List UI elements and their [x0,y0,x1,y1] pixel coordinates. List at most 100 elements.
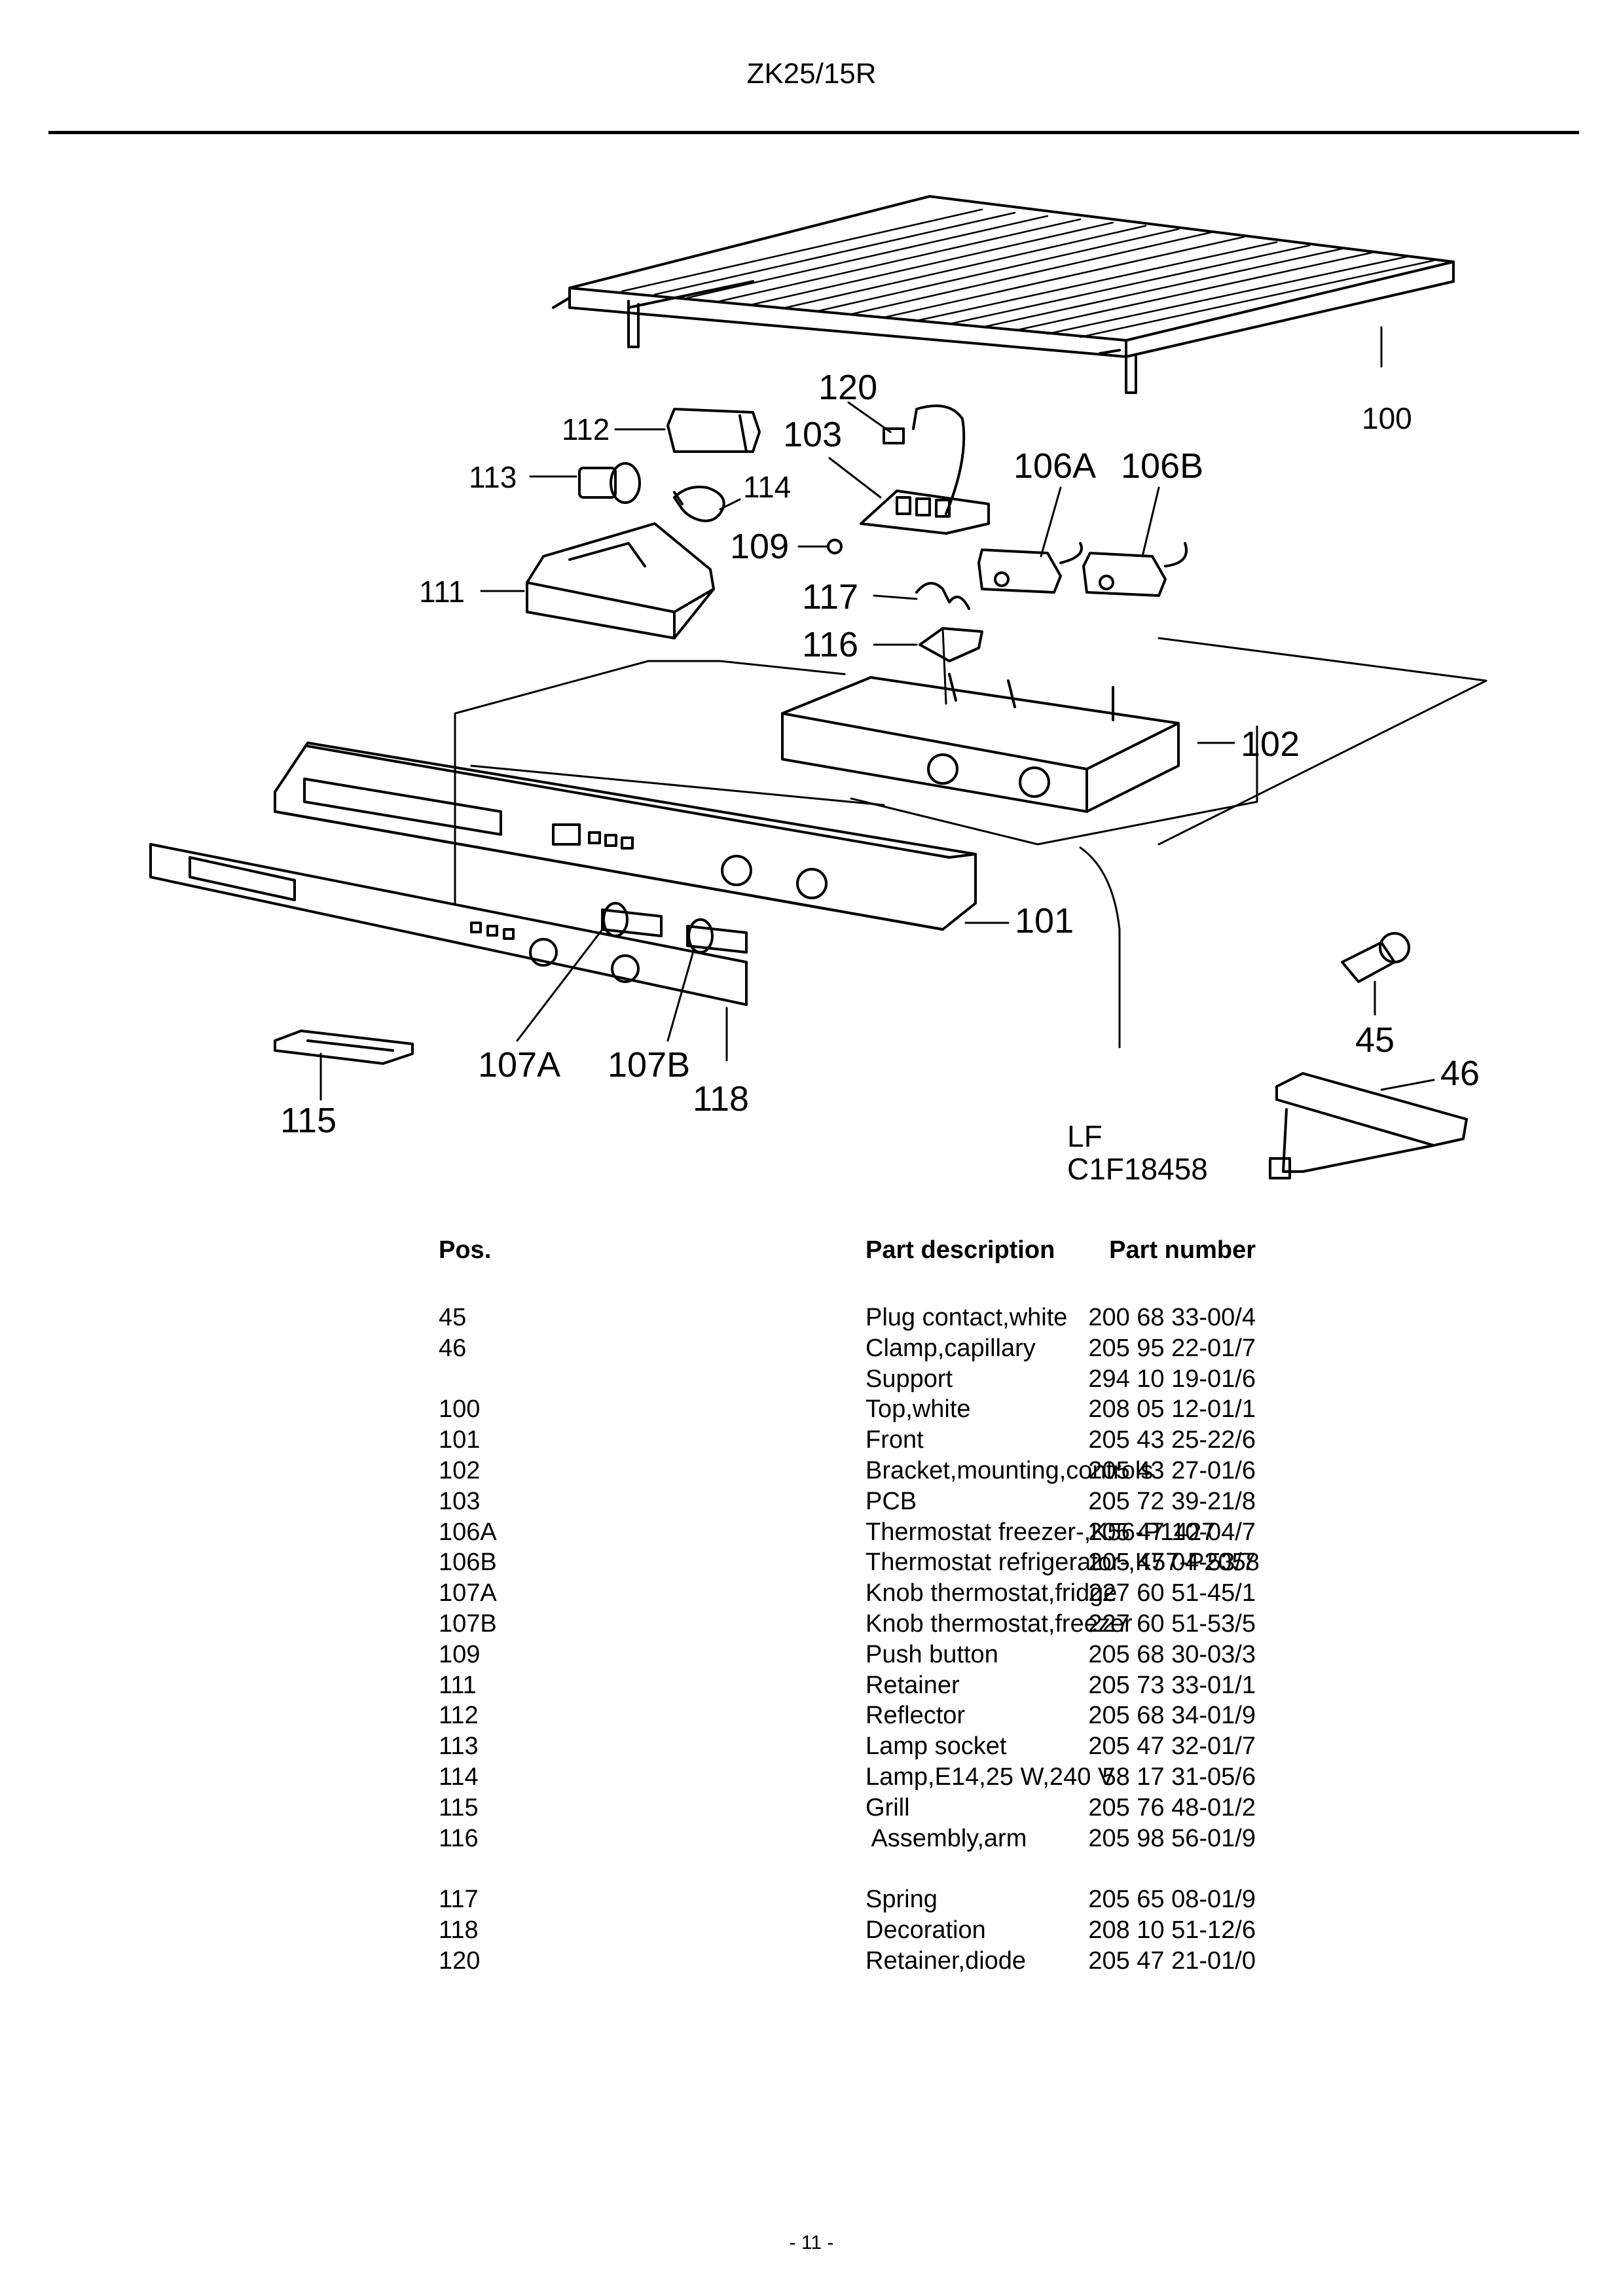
cell-description: Spring [866,1886,938,1914]
cell-pos: 113 [439,1732,479,1761]
thermostat-part-106A [977,542,1083,594]
callout-120: 120 [818,368,877,407]
cell-pos: 107B [439,1609,497,1638]
push-button-part-109 [827,539,843,554]
callout-117: 117 [802,577,858,617]
callout-45: 45 [1355,1020,1395,1060]
cell-description: Lamp,E14,25 W,240 V [866,1763,1115,1791]
retainer-diode-part-120 [883,427,905,444]
cell-pos: 102 [439,1456,481,1484]
cell-part-number: 58 17 31-05/6 [1102,1763,1256,1791]
reflector-part-112 [666,408,761,453]
lamp-socket-part-113 [578,462,641,504]
cell-description: Thermostat freezer-,K56-P1427 [866,1518,1216,1546]
callout-109: 109 [730,527,789,566]
cell-description: PCB [866,1487,917,1515]
cell-description: Knob thermostat,fridge [866,1579,1118,1607]
lamp-part-114 [673,486,725,522]
cell-pos: 115 [439,1793,479,1821]
cell-pos: 116 [439,1824,479,1852]
cell-pos: 118 [439,1916,479,1944]
leader-lines [319,326,1435,1101]
cell-part-number: 205 47 21-01/0 [1088,1946,1256,1975]
thermostat-part-106B [1082,542,1188,597]
cabinet-outline [454,627,1487,1049]
cell-pos: 106A [439,1518,497,1546]
cell-part-number: 205 68 30-03/3 [1088,1640,1256,1668]
cell-description: Knob thermostat,freezer [866,1609,1133,1638]
cell-pos: 117 [439,1886,479,1914]
header-description: Part description [866,1236,1055,1264]
callout-106B: 106B [1121,446,1203,486]
cell-pos: 114 [439,1763,479,1791]
knob-part-107A [601,902,663,937]
callout-46: 46 [1440,1054,1480,1093]
cell-description: Assembly,arm [866,1824,1027,1852]
cell-pos: 112 [439,1702,479,1730]
pcb-part-103 [860,404,990,535]
cell-description: Support [866,1365,953,1393]
decoration-part-118 [149,843,748,1006]
callout-116: 116 [802,625,858,664]
drawing-code-line-2: C1F18458 [1067,1152,1208,1186]
callout-114: 114 [743,470,791,504]
cell-part-number: 205 47 04-53/7 [1088,1549,1256,1577]
cell-description: Retainer [866,1671,960,1699]
page-number: - 11 - [789,2232,834,2253]
callout-106A: 106A [1013,446,1096,486]
cell-part-number: 205 72 39-21/8 [1088,1487,1256,1515]
callout-115: 115 [280,1101,337,1140]
cell-description: Top,white [866,1395,971,1424]
knob-part-107B [686,918,748,954]
callout-107A: 107A [478,1045,560,1085]
cell-description: Push button [866,1640,998,1668]
cell-part-number: 227 60 51-53/5 [1088,1609,1256,1638]
cell-pos: 109 [439,1640,481,1668]
arm-assembly-part-116 [919,627,983,662]
cell-description: Retainer,diode [866,1946,1027,1975]
cell-part-number: 227 60 51-45/1 [1088,1579,1256,1607]
cell-pos: 111 [439,1671,477,1699]
spring-part-117 [915,582,970,610]
header-rule [48,131,1579,134]
cell-part-number: 200 68 33-00/4 [1088,1304,1256,1331]
callout-101: 101 [1015,901,1074,941]
cell-description: Bracket,mounting,controls [866,1456,1154,1484]
cell-part-number: 208 10 51-12/6 [1088,1916,1256,1944]
cell-pos: 120 [439,1946,481,1975]
cell-part-number: 294 10 19-01/6 [1088,1365,1256,1393]
clamp-part-46 [1269,1072,1468,1179]
cell-part-number: 205 47 10-04/7 [1088,1518,1256,1546]
top-shelf-part-100 [552,195,1455,394]
cell-pos: 103 [439,1487,481,1515]
cell-part-number: 205 95 22-01/7 [1088,1334,1256,1362]
cell-part-number: 205 43 25-22/6 [1088,1426,1256,1454]
cell-description: Clamp,capillary [866,1334,1036,1362]
page-title: ZK25/15R [746,58,877,90]
cell-description: Front [866,1426,924,1454]
plug-contact-part-45 [1341,932,1410,983]
cell-description: Thermostat refrigerator-,K57-P2058 [866,1549,1260,1577]
cell-description: Grill [866,1793,910,1821]
cell-pos: 106B [439,1549,497,1577]
cell-description: Lamp socket [866,1732,1007,1761]
cell-pos: 107A [439,1579,497,1607]
drawing-code-line-1: LF [1067,1119,1103,1153]
header-part-number: Part number [1109,1236,1256,1264]
cell-part-number: 205 47 32-01/7 [1088,1732,1256,1761]
exploded-parts-diagram: 100 120 112 103 113 114 106A 106B 109 11… [149,195,1487,1186]
cell-part-number: 208 05 12-01/1 [1088,1395,1256,1424]
callout-113: 113 [469,460,517,494]
cell-part-number: 205 76 48-01/2 [1088,1793,1256,1821]
cell-pos: 46 [439,1334,467,1362]
front-part-101 [274,742,977,931]
callout-100: 100 [1362,401,1412,435]
cell-part-number: 205 73 33-01/1 [1088,1671,1256,1699]
callout-107B: 107B [608,1045,690,1085]
cell-pos: 100 [439,1395,481,1424]
cell-part-number: 205 68 34-01/9 [1088,1702,1256,1730]
header-pos: Pos. [439,1236,492,1264]
cell-part-number: 205 65 08-01/9 [1088,1886,1256,1914]
cell-pos: 101 [439,1426,481,1454]
callout-111: 111 [419,575,465,609]
